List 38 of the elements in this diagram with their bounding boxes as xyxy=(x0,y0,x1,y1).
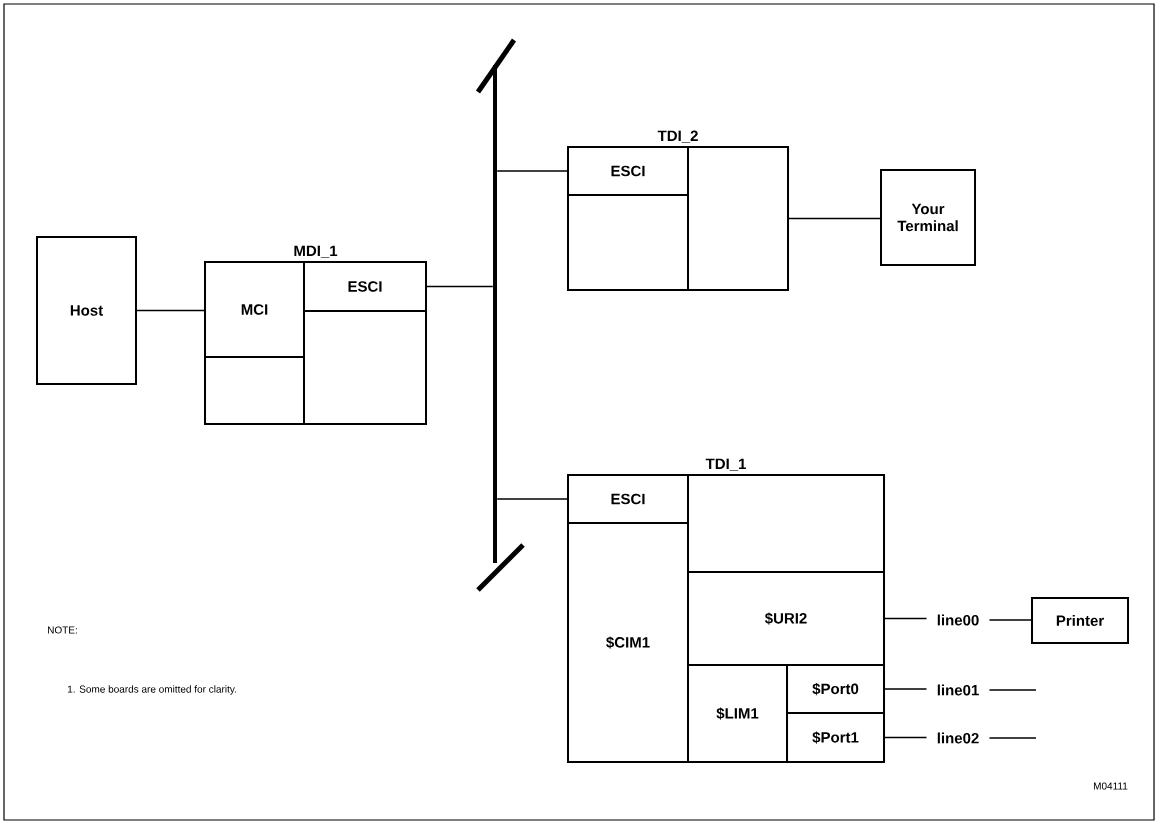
connector-line xyxy=(496,170,568,172)
board-section xyxy=(204,356,305,425)
connector-line xyxy=(884,688,928,690)
board-section: $Port0 xyxy=(786,664,885,714)
board-section: ESCI xyxy=(567,474,689,524)
connector-line xyxy=(788,217,881,220)
device-box: Your Terminal xyxy=(880,169,976,266)
note-heading: NOTE: xyxy=(48,626,77,634)
board-section xyxy=(687,146,789,291)
board-section: $CIM1 xyxy=(567,522,689,763)
board-section: $Port1 xyxy=(786,712,885,763)
board-section: ESCI xyxy=(567,146,689,196)
node-label: TDI_1 xyxy=(705,458,747,471)
line-name: line00 xyxy=(937,614,979,626)
board-section xyxy=(567,194,689,291)
node-label: TDI_2 xyxy=(657,130,698,143)
board-section: $URI2 xyxy=(687,571,885,666)
connector-line xyxy=(988,619,1032,621)
note-text: 1. Some boards are omitted for clarity. xyxy=(67,685,236,695)
connector-line xyxy=(884,736,928,739)
line-name: line02 xyxy=(937,732,979,744)
connector-line xyxy=(496,498,568,500)
board-section xyxy=(687,474,885,573)
device-box: Host xyxy=(36,236,137,385)
device-box: Printer xyxy=(1031,597,1129,644)
bus-bar-drawing xyxy=(475,38,525,592)
connector-line xyxy=(426,285,494,288)
connector-line xyxy=(136,309,205,312)
node-label: MDI_1 xyxy=(294,245,338,258)
board-section: ESCI xyxy=(303,261,427,312)
board-section: MCI xyxy=(204,261,305,358)
line-name: line01 xyxy=(937,684,979,696)
connector-line xyxy=(988,737,1037,739)
figure-number: M04111 xyxy=(1094,782,1128,790)
connector-line xyxy=(884,617,928,620)
connector-line xyxy=(988,689,1037,691)
board-section xyxy=(303,310,427,425)
board-section: $LIM1 xyxy=(687,664,788,763)
